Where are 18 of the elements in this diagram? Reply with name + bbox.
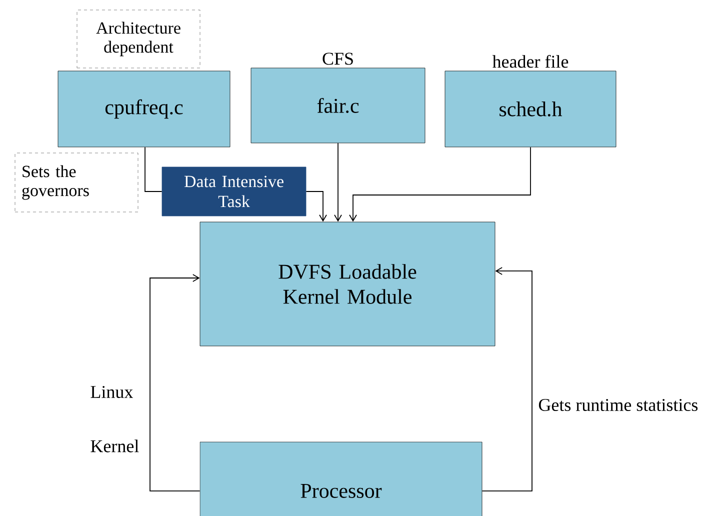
- note-box: Sets the governors: [14, 152, 138, 212]
- heading: CFS: [322, 52, 353, 65]
- file-box: sched.h: [444, 70, 616, 148]
- file-box: fair.c: [250, 68, 426, 144]
- kernel-label: Linux: [90, 386, 133, 398]
- edge-note: Gets runtime statistics: [538, 398, 698, 412]
- arrow: [482, 267, 532, 492]
- arrow: [306, 191, 327, 222]
- task-box: Data Intensive Task: [162, 166, 306, 216]
- processor-box: Processor: [200, 442, 482, 516]
- kernel-label: Kernel: [90, 440, 139, 452]
- arrow: [150, 274, 200, 492]
- module-box: DVFS Loadable Kernel Module: [200, 222, 496, 346]
- note-box: Architecture dependent: [76, 10, 200, 68]
- file-box: cpufreq.c: [58, 70, 230, 148]
- arrow: [334, 142, 342, 222]
- arrow: [349, 146, 531, 222]
- heading: header file: [492, 54, 568, 68]
